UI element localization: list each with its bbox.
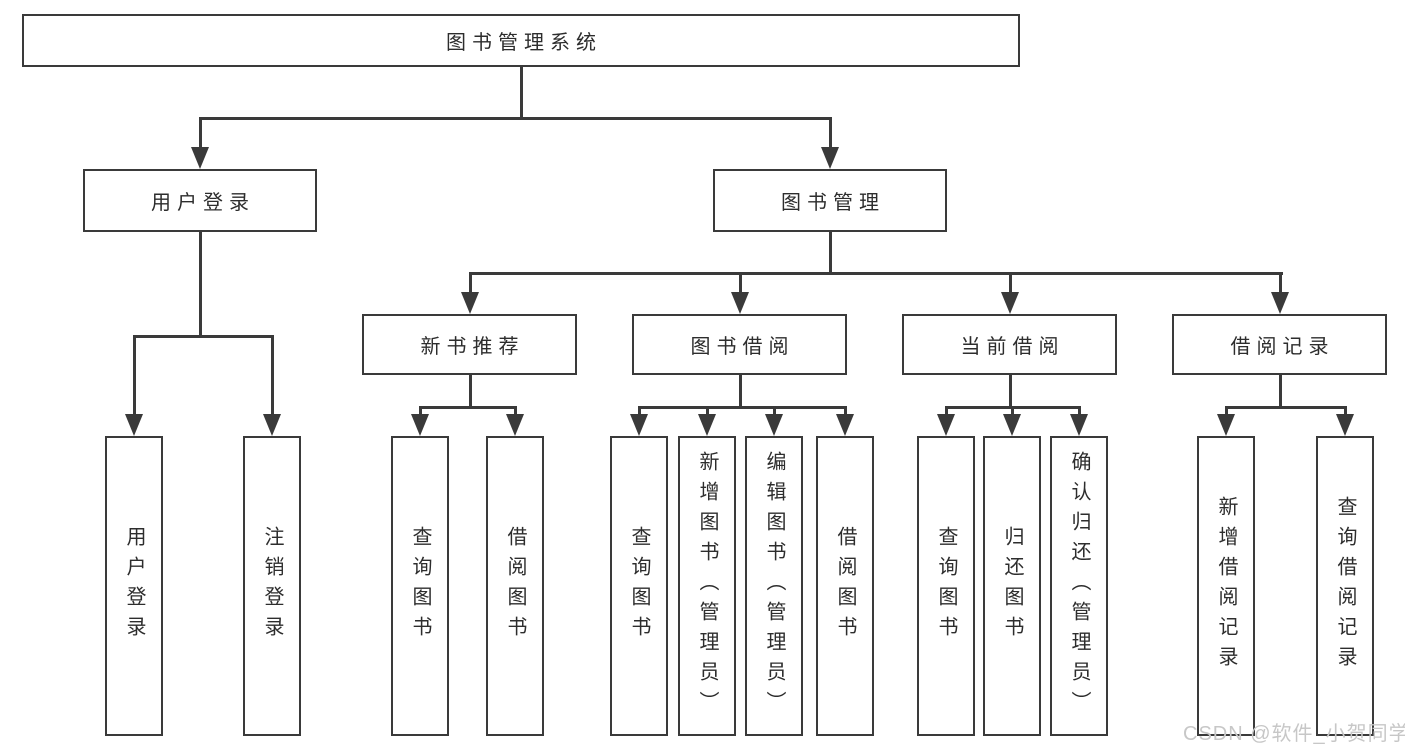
arrowhead-down-icon [1336,414,1354,436]
connector-to-leaf [1010,405,1014,416]
watermark: CSDN @软件_小贺同学 [1183,723,1405,745]
leaf-add-borrow-record-label: 新增借阅记录 [1215,496,1237,676]
leaf-user-login: 用户登录 [105,436,163,736]
arrowhead-down-icon [821,147,839,169]
node-new-book-recommend: 新书推荐 [362,314,577,375]
node-current-borrowing-label: 当前借阅 [960,336,1065,358]
connector-to-leaf [418,405,422,416]
node-current-borrowing: 当前借阅 [902,314,1117,375]
leaf-current-query-books-label: 查询图书 [935,526,957,646]
leaf-query-borrow-record: 查询借阅记录 [1316,436,1374,736]
connector-to-leaf [637,405,641,416]
arrowhead-down-icon [1271,292,1289,314]
connector-records-stem [1278,375,1282,408]
leaf-return-books: 归还图书 [983,436,1041,736]
leaf-query-borrow-record-label: 查询借阅记录 [1334,496,1356,676]
connector-root-stem [519,67,523,118]
arrowhead-down-icon [263,414,281,436]
connector-to-leaf [513,405,517,416]
leaf-user-login-label: 用户登录 [123,526,145,646]
node-root: 图书管理系统 [22,14,1020,67]
leaf-current-query-books: 查询图书 [917,436,975,736]
connector-to-current-borrowing [1008,271,1012,293]
arrowhead-down-icon [698,414,716,436]
node-borrowing-records: 借阅记录 [1172,314,1387,375]
connector-recommend-stem [468,375,472,408]
arrowhead-down-icon [506,414,524,436]
node-root-label: 图书管理系统 [446,32,602,54]
leaf-edit-books-admin-label: 编辑图书（管理员） [763,451,785,721]
connector-book-management-stem [828,232,832,274]
arrowhead-down-icon [1003,414,1021,436]
leaf-return-books-label: 归还图书 [1001,526,1023,646]
node-new-book-recommend-label: 新书推荐 [420,336,525,358]
connector-to-leaf [1343,405,1347,416]
node-user-login-label: 用户登录 [151,192,255,214]
leaf-recommend-borrow-books: 借阅图书 [486,436,544,736]
leaf-borrow-books: 借阅图书 [816,436,874,736]
arrowhead-down-icon [731,292,749,314]
leaf-confirm-return-admin-label: 确认归还（管理员） [1068,451,1090,721]
connector-to-leaf [1077,405,1081,416]
connector-level1-rail [198,116,832,120]
leaf-borrowing-query-books: 查询图书 [610,436,668,736]
connector-to-leaf-user-login [132,335,136,415]
leaf-logout-label: 注销登录 [261,526,283,646]
arrowhead-down-icon [630,414,648,436]
leaf-recommend-query-books: 查询图书 [391,436,449,736]
connector-to-leaf-logout [270,335,274,415]
leaf-edit-books-admin: 编辑图书（管理员） [745,436,803,736]
leaf-borrow-books-label: 借阅图书 [834,526,856,646]
leaf-add-books-admin-label: 新增图书（管理员） [696,451,718,721]
arrowhead-down-icon [1070,414,1088,436]
connector-borrowing-stem [738,375,742,408]
arrowhead-down-icon [461,292,479,314]
leaf-confirm-return-admin: 确认归还（管理员） [1050,436,1108,736]
arrowhead-down-icon [1001,292,1019,314]
leaf-borrowing-query-books-label: 查询图书 [628,526,650,646]
connector-records-rail [1224,405,1347,409]
connector-to-leaf [1224,405,1228,416]
connector-borrowing-rail [637,405,847,409]
connector-user-login-rail [132,335,274,338]
node-book-borrowing: 图书借阅 [632,314,847,375]
connector-to-leaf [705,405,709,416]
leaf-recommend-borrow-books-label: 借阅图书 [504,526,526,646]
connector-recommend-rail [418,405,517,409]
node-user-login: 用户登录 [83,169,317,232]
connector-current-stem [1008,375,1012,408]
connector-to-leaf [944,405,948,416]
arrowhead-down-icon [125,414,143,436]
leaf-add-books-admin: 新增图书（管理员） [678,436,736,736]
node-borrowing-records-label: 借阅记录 [1230,336,1335,358]
connector-to-borrowing-records [1278,271,1282,293]
node-book-management-label: 图书管理 [781,192,885,214]
arrowhead-down-icon [411,414,429,436]
leaf-logout: 注销登录 [243,436,301,736]
connector-user-login-stem [198,232,202,338]
leaf-add-borrow-record: 新增借阅记录 [1197,436,1255,736]
connector-level3-rail [468,271,1283,275]
node-book-management: 图书管理 [713,169,947,232]
connector-to-user-login [198,116,202,149]
node-book-borrowing-label: 图书借阅 [690,336,795,358]
connector-to-new-book-recommend [468,271,472,293]
arrowhead-down-icon [1217,414,1235,436]
arrowhead-down-icon [836,414,854,436]
connector-to-book-management [828,116,832,149]
arrowhead-down-icon [191,147,209,169]
connector-to-leaf [772,405,776,416]
arrowhead-down-icon [937,414,955,436]
leaf-recommend-query-books-label: 查询图书 [409,526,431,646]
connector-to-leaf [843,405,847,416]
connector-to-book-borrowing [738,271,742,293]
arrowhead-down-icon [765,414,783,436]
